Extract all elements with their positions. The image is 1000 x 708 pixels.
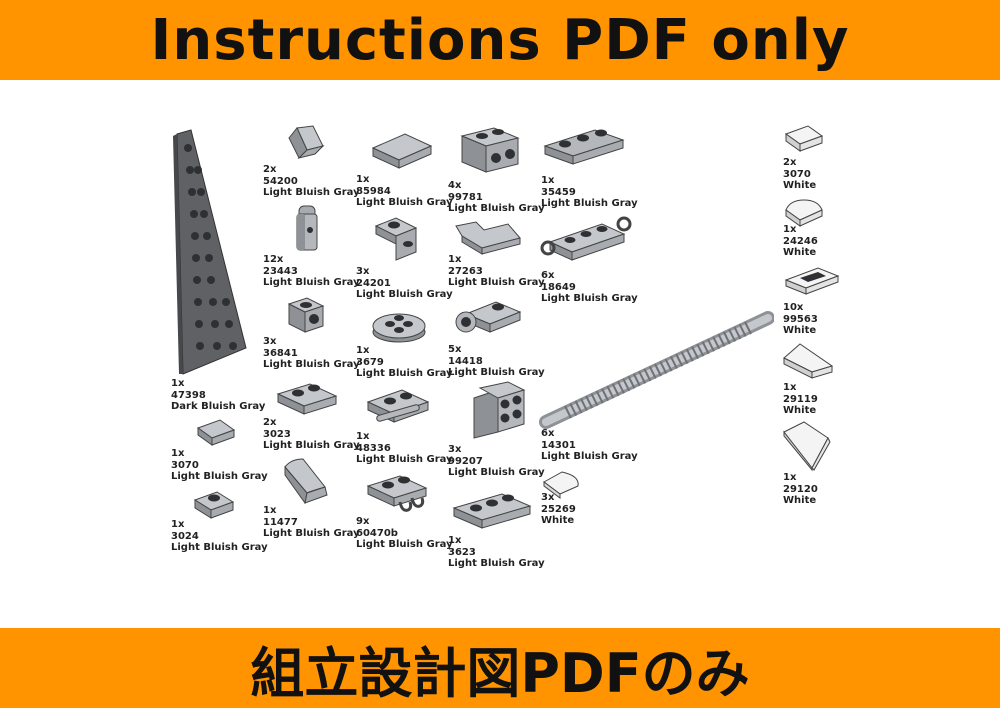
part-label: 1x 29120 White [783, 472, 818, 506]
part-label: 2x 54200 Light Bluish Gray [263, 164, 360, 198]
part-label: 1x 27263 Light Bluish Gray [448, 254, 545, 288]
part-label: 1x 47398 Dark Bluish Gray [171, 378, 266, 412]
part-label: 1x 3623 Light Bluish Gray [448, 535, 545, 569]
part-label: 6x 14301 Light Bluish Gray [541, 428, 638, 462]
plate-1x1-icon [193, 491, 235, 519]
part-label: 1x 29119 White [783, 382, 818, 416]
curved-slope-icon [284, 458, 328, 505]
part-label: 1x 11477 Light Bluish Gray [263, 505, 360, 539]
header-title: Instructions PDF only [150, 7, 850, 73]
part-label: 2x 3070 White [783, 157, 817, 191]
part-label: 1x 48336 Light Bluish Gray [356, 431, 453, 465]
slope-1x2-icon [371, 133, 433, 169]
part-label: 1x 24246 White [783, 224, 818, 258]
footer-banner: 組立設計図PDFのみ [0, 628, 1000, 708]
part-label: 5x 14418 Light Bluish Gray [448, 344, 545, 378]
part-label: 3x 99207 Light Bluish Gray [448, 444, 545, 478]
part-label: 3x 24201 Light Bluish Gray [356, 266, 453, 300]
tile-1x1-icon [196, 419, 236, 446]
part-label: 1x 3679 Light Bluish Gray [356, 345, 453, 379]
offset-bracket-icon [374, 217, 418, 261]
footer-title: 組立設計図PDFのみ [250, 641, 750, 705]
tile-1x1-white-icon [784, 125, 824, 152]
wedge-plate-icon [173, 129, 247, 375]
clip-plate-icon [366, 475, 428, 512]
rail-plate-icon [543, 129, 625, 165]
part-label: 3x 36841 Light Bluish Gray [263, 336, 360, 370]
part-label: 12x 23443 Light Bluish Gray [263, 254, 360, 288]
part-label: 6x 18649 Light Bluish Gray [541, 270, 638, 304]
wedge-right-icon [783, 421, 831, 472]
turntable-icon [372, 313, 426, 343]
handle-plate-icon [366, 389, 430, 423]
corner-tile-icon [455, 221, 521, 255]
plate-1x3-icon [452, 493, 532, 529]
part-label: 2x 3023 Light Bluish Gray [263, 417, 360, 451]
part-label: 1x 35459 Light Bluish Gray [541, 175, 638, 209]
part-label: 4x 99781 Light Bluish Gray [448, 180, 545, 214]
part-label: 1x 3070 Light Bluish Gray [171, 448, 268, 482]
part-label: 10x 99563 White [783, 302, 818, 336]
round-tile-icon [785, 199, 823, 227]
slope-icon [288, 125, 325, 159]
part-label: 1x 85984 Light Bluish Gray [356, 174, 453, 208]
clip-rail-plate-icon [540, 216, 632, 261]
part-label: 3x 25269 White [541, 492, 576, 526]
ball-socket-icon [455, 301, 522, 333]
header-banner: Instructions PDF only [0, 0, 1000, 80]
plate-1x2-icon [276, 383, 338, 415]
part-label: 9x 60470b Light Bluish Gray [356, 516, 453, 550]
part-item [171, 128, 281, 378]
quarter-tile-icon [543, 471, 579, 499]
bar-holder-icon [296, 205, 318, 251]
part-label: 1x 3024 Light Bluish Gray [171, 519, 268, 553]
bracket-2x2-icon [473, 381, 526, 439]
ribbed-hose-icon [539, 311, 774, 429]
grille-tile-icon [784, 267, 840, 295]
wedge-left-icon [783, 343, 834, 379]
parts-list: 1x 47398 Dark Bluish Gray 1x 3070 Light … [0, 80, 1000, 628]
bracket-down-icon [460, 127, 520, 173]
bracket-icon [287, 297, 325, 333]
